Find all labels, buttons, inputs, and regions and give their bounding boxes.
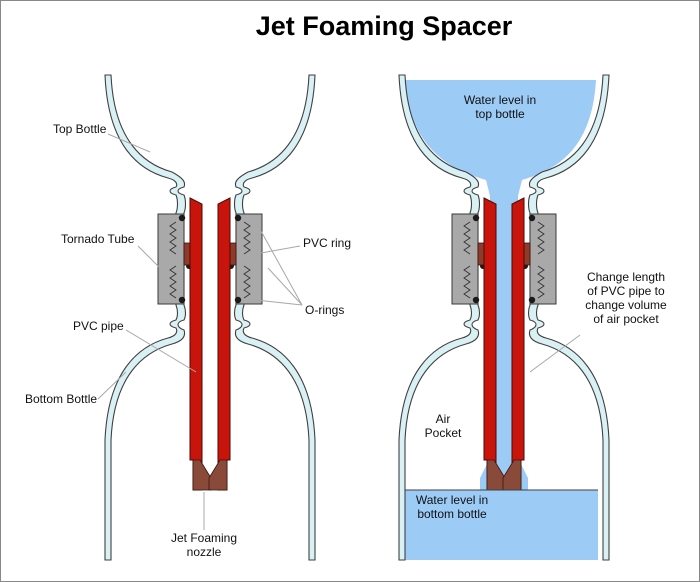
label-pvc-pipe: PVC pipe — [73, 319, 124, 333]
label-tornado-tube: Tornado Tube — [61, 232, 135, 246]
label-water-top-line2: top bottle — [475, 107, 525, 121]
label-top-bottle: Top Bottle — [53, 122, 107, 136]
water-top-bottle — [405, 80, 596, 490]
bottle-wall-left — [104, 74, 187, 561]
label-change-line2: of PVC pipe to — [587, 284, 665, 298]
label-water-top-line1: Water level in — [464, 93, 536, 107]
label-water-bottom-line2: bottom bottle — [417, 507, 487, 521]
label-nozzle-line1: Jet Foaming — [171, 531, 237, 545]
label-bottom-bottle: Bottom Bottle — [25, 392, 97, 406]
label-air-line1: Air — [436, 412, 451, 426]
right-diagram: Water level in top bottle Change length … — [398, 74, 667, 561]
label-o-rings: O-rings — [305, 303, 344, 317]
label-air-line2: Pocket — [425, 426, 462, 440]
label-change-line3: change volume — [585, 298, 667, 312]
label-pvc-ring: PVC ring — [303, 236, 351, 250]
label-nozzle-line2: nozzle — [187, 545, 222, 559]
diagram-title: Jet Foaming Spacer — [256, 11, 513, 41]
water-bottom-bottle — [405, 490, 598, 560]
left-diagram: Top Bottle Tornado Tube PVC pipe Bottom … — [25, 74, 351, 561]
label-water-bottom-line1: Water level in — [416, 493, 488, 507]
bottle-wall-right — [233, 74, 316, 561]
label-change-line4: of air pocket — [593, 312, 659, 326]
label-change-line1: Change length — [587, 270, 665, 284]
